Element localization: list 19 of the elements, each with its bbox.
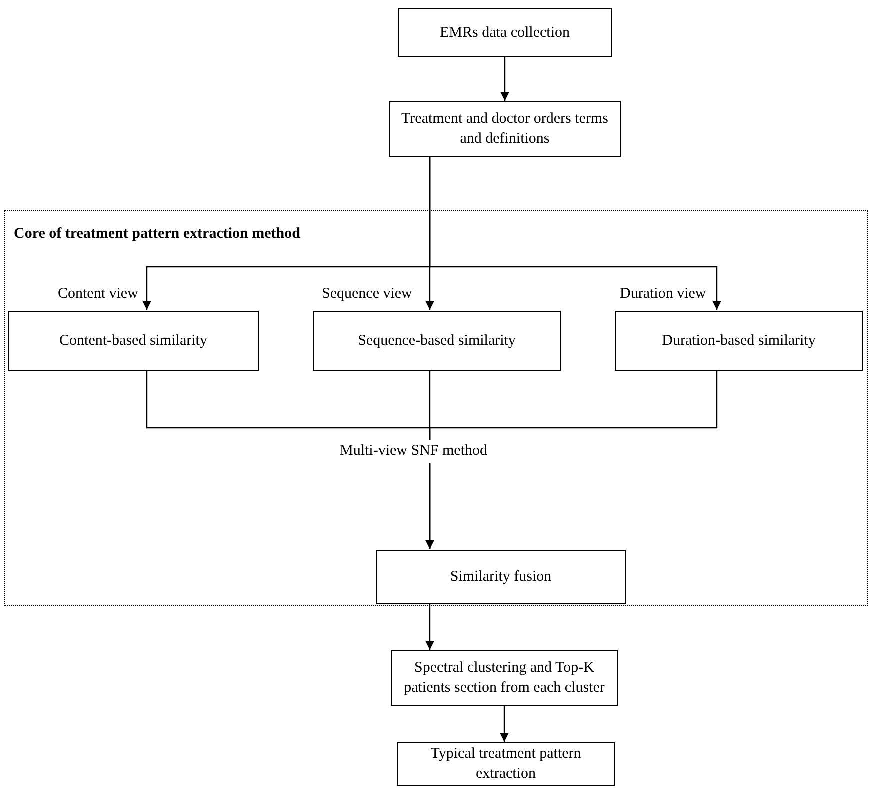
arrow (429, 157, 722, 310)
arrow (500, 57, 510, 101)
process-box: Similarity fusion (376, 550, 626, 604)
dotted-group-frame (4, 210, 868, 606)
group-heading: Core of treatment pattern extraction method (14, 225, 300, 244)
edge-label: Sequence view (322, 285, 412, 304)
process-box: Duration-based similarity (615, 311, 863, 371)
process-box: Typical treatment pattern extraction (397, 742, 615, 786)
process-box: Spectral clustering and Top-K patients section from each cluster (391, 650, 618, 706)
process-box: Sequence-based similarity (313, 311, 561, 371)
edge-label: Duration view (620, 285, 706, 304)
arrow (426, 603, 434, 650)
process-box: Treatment and doctor orders terms and definitions (389, 101, 621, 157)
method-label: Multi-view SNF method (340, 440, 488, 462)
process-box: Content-based similarity (8, 311, 259, 371)
arrow (500, 706, 509, 742)
arrow (426, 370, 718, 549)
edge-label: Content view (58, 285, 138, 304)
process-box: EMRs data collection (398, 8, 612, 57)
